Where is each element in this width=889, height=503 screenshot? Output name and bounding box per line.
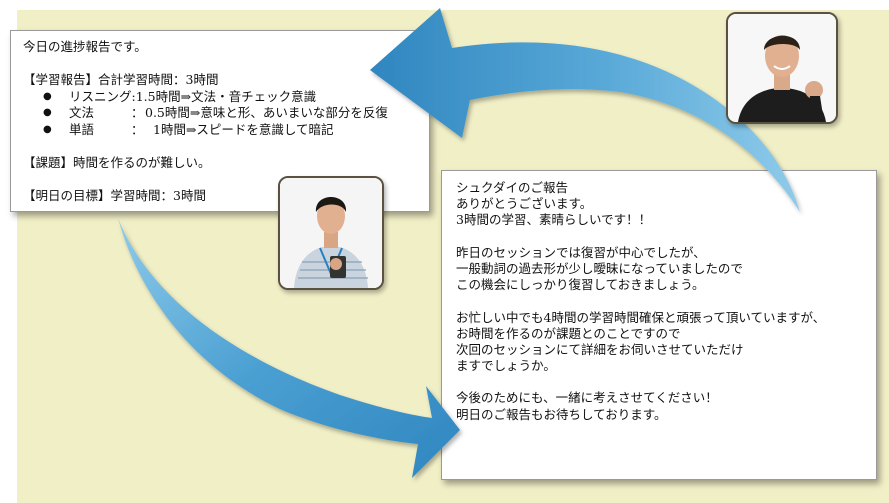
reply-line: 3時間の学習、素晴らしいです！！ [456, 212, 652, 228]
item-colon: ： [131, 105, 144, 120]
item-colon: : [131, 88, 136, 104]
coach-photo [726, 12, 838, 124]
item-detail: 0.5時間⇒意味と形、あいまいな部分を反復 [145, 105, 388, 120]
bullet-dot: ● [43, 90, 52, 102]
coach-reply-card: シュクダイのご報告 ありがとうございます。 3時間の学習、素晴らしいです！！ 昨… [441, 170, 877, 480]
reply-line [456, 229, 862, 245]
reply-line: ますでしょうか。 [456, 358, 556, 374]
progress-report-card: 今日の進捗報告です。 【学習報告】合計学習時間：3時間 ● リスニング : 1.… [10, 30, 430, 212]
reply-line [456, 293, 862, 309]
student-avatar-icon [280, 178, 382, 288]
item-term: リスニング [69, 88, 132, 104]
report-issue: 【課題】時間を作るのが難しい。 [23, 154, 211, 170]
item-colon: ： [131, 121, 144, 137]
report-greeting: 今日の進捗報告です。 [23, 39, 147, 54]
reply-line: シュクダイのご報告 [456, 180, 569, 195]
report-item-vocabulary: ● 単語 ： 1時間⇒スピードを意識して暗記 [23, 122, 417, 139]
reply-line: 明日のご報告もお待ちしております。 [456, 406, 667, 422]
coach-avatar-icon [728, 14, 836, 122]
reply-line: この機会にしっかり復習しておきましょう。 [456, 277, 705, 293]
item-term: 文法 [69, 105, 95, 120]
reply-line: 次回のセッションにて詳細をお伺いさせていただけ [456, 341, 744, 357]
bullet-dot: ● [43, 123, 52, 135]
reply-line [456, 374, 862, 390]
student-photo [278, 176, 384, 290]
study-report-header: 【学習報告】合計学習時間：3時間 [23, 72, 219, 87]
report-goal: 【明日の目標】学習時間：3時間 [23, 187, 206, 203]
item-detail: 1時間⇒スピードを意識して暗記 [153, 121, 334, 137]
reply-line: お時間を作るのが課題とのことですので [456, 325, 681, 341]
reply-line: お忙しい中でも4時間の学習時間確保と頑張って頂いていますが、 [456, 309, 826, 325]
reply-line: ありがとうございます。 [456, 196, 593, 212]
reply-line: 今後のためにも、一緒に考えさせてください！ [456, 390, 718, 406]
report-item-grammar: ● 文法 ： 0.5時間⇒意味と形、あいまいな部分を反復 [23, 105, 417, 122]
reply-line: 一般動詞の過去形が少し曖昧になっていましたので [456, 260, 743, 276]
report-item-listening: ● リスニング : 1.5時間⇒文法・音チェック意識 [23, 89, 417, 106]
item-detail: 1.5時間⇒文法・音チェック意識 [135, 88, 317, 104]
reply-line: 昨日のセッションでは復習が中心でしたが、 [456, 244, 706, 260]
bullet-dot: ● [43, 107, 52, 118]
item-term: 単語 [69, 121, 95, 137]
